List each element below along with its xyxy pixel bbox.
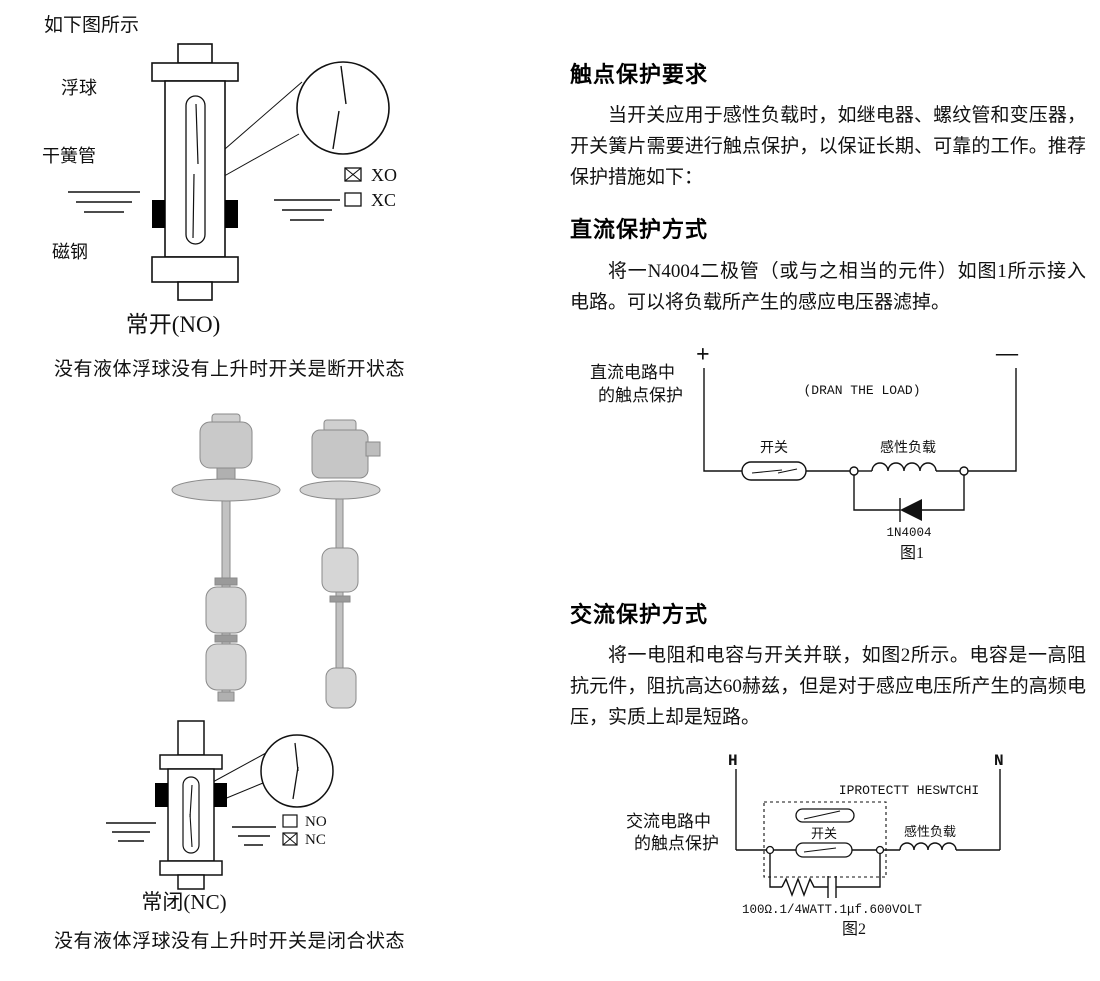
reed-detail-closed xyxy=(292,766,299,800)
reed-detail-open xyxy=(332,110,340,150)
magnet-blocks xyxy=(155,783,227,807)
contact-protection-paragraph: 当开关应用于感性负载时，如继电器、螺纹管和变压器，开关簧片需要进行触点保护，以保… xyxy=(570,105,1086,189)
rc-rating-label: 100Ω.1/4WATT.1μf.600VOLT xyxy=(742,903,923,917)
reed-contact-open xyxy=(192,173,195,239)
line-n-label: N xyxy=(994,752,1004,770)
heading-ac-protection: 交流保护方式 xyxy=(570,601,709,627)
caption-normally-open: 常开(NO) xyxy=(126,312,221,337)
fig2-switch-label: 开关 xyxy=(811,826,837,841)
water-level-lines xyxy=(68,191,340,221)
fig2-load-label: 感性负载 xyxy=(904,824,956,839)
legend-no-label: NO xyxy=(305,814,327,830)
photo-left-device xyxy=(171,413,281,702)
node-dot xyxy=(959,466,969,476)
fig2-protect-note: IPROTECTT HESWTCHI xyxy=(839,783,979,798)
diode-symbol xyxy=(900,498,922,521)
nc-state-description: 没有液体浮球没有上升时开关是闭合状态 xyxy=(54,931,406,952)
caption-normally-closed: 常闭(NC) xyxy=(141,890,226,914)
magnet-blocks xyxy=(152,200,238,228)
resistor-symbol xyxy=(781,877,828,898)
fig2-side-label-2: 的触点保护 xyxy=(634,834,719,853)
inductor-coil xyxy=(899,842,957,851)
right-column: 触点保护要求 当开关应用于感性负载时，如继电器、螺纹管和变压器，开关簧片需要进行… xyxy=(570,62,1086,942)
fig1-side-label-2: 的触点保护 xyxy=(598,386,683,405)
node-dot xyxy=(765,846,775,855)
legend-nc-label: NC xyxy=(305,832,326,848)
legend-xc-label: XC xyxy=(371,190,396,210)
line-h-label: H xyxy=(728,752,738,770)
figure-2-caption: 图2 xyxy=(842,921,866,938)
photo-right-device xyxy=(299,419,381,709)
reed-detail-open xyxy=(340,65,347,105)
protection-dashed-box xyxy=(763,801,887,878)
reed-tube-shape xyxy=(182,776,200,854)
reed-contact-closed xyxy=(189,813,193,848)
legend-no: NO xyxy=(282,814,327,830)
fig1-load-label: 感性负载 xyxy=(880,439,936,456)
legend-xo-label: XO xyxy=(371,165,397,185)
figure-2-ac-circuit: H N IPROTECTT HESWTCHI 交流电路中 的触点保护 开关 感性… xyxy=(626,752,1004,938)
empty-box-icon xyxy=(282,814,298,828)
minus-terminal-label: — xyxy=(995,340,1019,365)
heading-dc-protection: 直流保护方式 xyxy=(570,217,709,243)
node-dot xyxy=(849,466,859,476)
reed-contact-closed xyxy=(189,784,193,818)
no-state-description: 没有液体浮球没有上升时开关是断开状态 xyxy=(54,359,406,380)
heading-contact-protection: 触点保护要求 xyxy=(570,62,709,87)
fig1-load-note: (DRAN THE LOAD) xyxy=(803,383,920,398)
legend-xo: XO xyxy=(344,165,397,185)
zoom-detail-circle xyxy=(296,61,390,155)
legend-nc: NC xyxy=(282,832,326,848)
dc-protection-paragraph: 将一N4004二极管（或与之相当的元件）如图1所示接入电路。可以将负载所产生的感… xyxy=(570,260,1086,313)
fig1-switch-label: 开关 xyxy=(760,440,788,456)
top-note: 如下图所示 xyxy=(44,15,140,36)
empty-box-icon xyxy=(344,192,362,207)
float-switch-no-diagram: XO XC 浮球 干簧管 磁钢 常开(NO) xyxy=(42,43,397,337)
protected-switch-symbol xyxy=(795,808,855,823)
float-switch-nc-diagram: NO NC 常闭(NC) xyxy=(106,720,334,914)
circuit-wires xyxy=(703,367,1017,522)
label-magnet: 磁钢 xyxy=(52,242,88,262)
label-reed-tube: 干簧管 xyxy=(42,146,96,166)
inductor-coil xyxy=(871,462,937,471)
plus-terminal-label: + xyxy=(696,342,710,368)
reed-tube-shape xyxy=(185,95,206,245)
ac-protection-paragraph: 将一电阻和电容与开关并联，如图2所示。电容是一高阻抗元件，阻抗高达60赫兹，但是… xyxy=(570,645,1086,729)
legend-xc: XC xyxy=(344,190,396,210)
reed-contact-open xyxy=(195,103,199,165)
figure-1-caption: 图1 xyxy=(900,545,924,562)
reed-detail-closed xyxy=(294,742,299,772)
label-float: 浮球 xyxy=(61,78,97,98)
fig2-side-label-1: 交流电路中 xyxy=(626,812,711,831)
fig1-side-label-1: 直流电路中 xyxy=(590,363,675,382)
figure-1-dc-circuit: 直流电路中 的触点保护 + — (DRAN THE LOAD) 开关 感性负载 … xyxy=(590,340,1019,562)
node-dot xyxy=(875,846,885,855)
water-level-lines xyxy=(106,822,276,846)
float-switch-product-photo xyxy=(171,413,381,709)
diode-part-number: 1N4004 xyxy=(886,526,931,540)
